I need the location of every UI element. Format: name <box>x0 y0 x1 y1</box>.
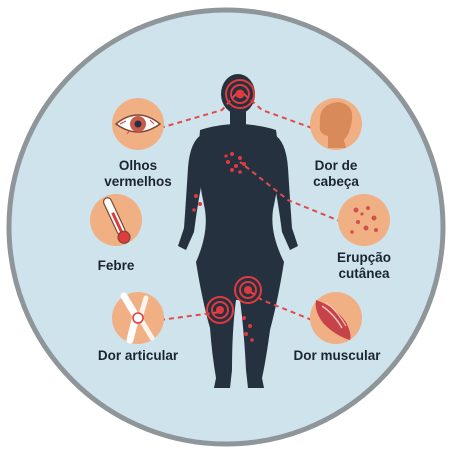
muscle-icon <box>310 292 362 344</box>
skin-rash-icon <box>338 194 390 246</box>
label-red-eyes: Olhos vermelhos <box>88 158 188 190</box>
head-pain-marker <box>226 80 254 108</box>
knee-joint-icon <box>112 292 164 344</box>
label-headache: Dor de cabeça <box>296 158 376 190</box>
label-muscle-pain: Dor muscular <box>282 348 392 364</box>
head-silhouette-icon <box>310 98 362 150</box>
eye-icon <box>112 98 164 150</box>
thermometer-icon <box>90 194 142 246</box>
label-skin-rash: Erupção cutânea <box>324 250 404 282</box>
label-fever: Febre <box>86 258 146 274</box>
label-joint-pain: Dor articular <box>88 348 188 364</box>
